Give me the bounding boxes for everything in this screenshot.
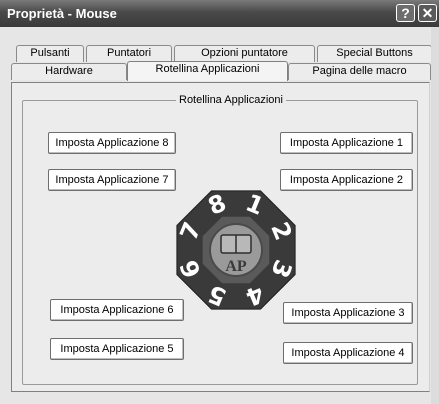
set-application-2-button[interactable]: Imposta Applicazione 2 [280, 169, 413, 191]
tab-label: Pagina delle macro [312, 65, 407, 77]
tab-label: Pulsanti [30, 47, 70, 59]
tab-label: Rotellina Applicazioni [155, 63, 260, 75]
tab-label: Special Buttons [336, 47, 413, 59]
group-label: Rotellina Applicazioni [176, 94, 286, 106]
tab-label: Hardware [45, 65, 93, 77]
help-icon: ? [401, 5, 410, 21]
close-button[interactable]: ✕ [418, 4, 437, 22]
tab-pagina-delle-macro[interactable]: Pagina delle macro [288, 63, 431, 80]
wheel-center-label: AP [225, 258, 247, 275]
tab-pulsanti[interactable]: Pulsanti [16, 45, 84, 62]
tab-puntatori[interactable]: Puntatori [86, 45, 172, 62]
window-right-edge [431, 27, 439, 404]
tab-special-buttons[interactable]: Special Buttons [317, 45, 432, 62]
set-application-8-button[interactable]: Imposta Applicazione 8 [48, 132, 176, 154]
set-application-7-button[interactable]: Imposta Applicazione 7 [48, 169, 176, 191]
tab-rotellina-applicazioni[interactable]: Rotellina Applicazioni [127, 61, 288, 81]
tab-hardware[interactable]: Hardware [11, 63, 127, 80]
tab-label: Puntatori [106, 47, 152, 59]
set-application-3-button[interactable]: Imposta Applicazione 3 [283, 302, 413, 324]
set-application-4-button[interactable]: Imposta Applicazione 4 [283, 342, 413, 364]
tab-label: Opzioni puntatore [201, 47, 288, 59]
close-icon: ✕ [421, 5, 434, 21]
help-button[interactable]: ? [396, 4, 415, 22]
set-application-6-button[interactable]: Imposta Applicazione 6 [50, 299, 184, 321]
set-application-1-button[interactable]: Imposta Applicazione 1 [280, 132, 413, 154]
tab-opzioni-puntatore[interactable]: Opzioni puntatore [174, 45, 315, 62]
title-bar[interactable]: Proprietà - Mouse ? ✕ [0, 0, 439, 27]
set-application-5-button[interactable]: Imposta Applicazione 5 [50, 338, 184, 360]
window-title: Proprietà - Mouse [7, 6, 117, 21]
